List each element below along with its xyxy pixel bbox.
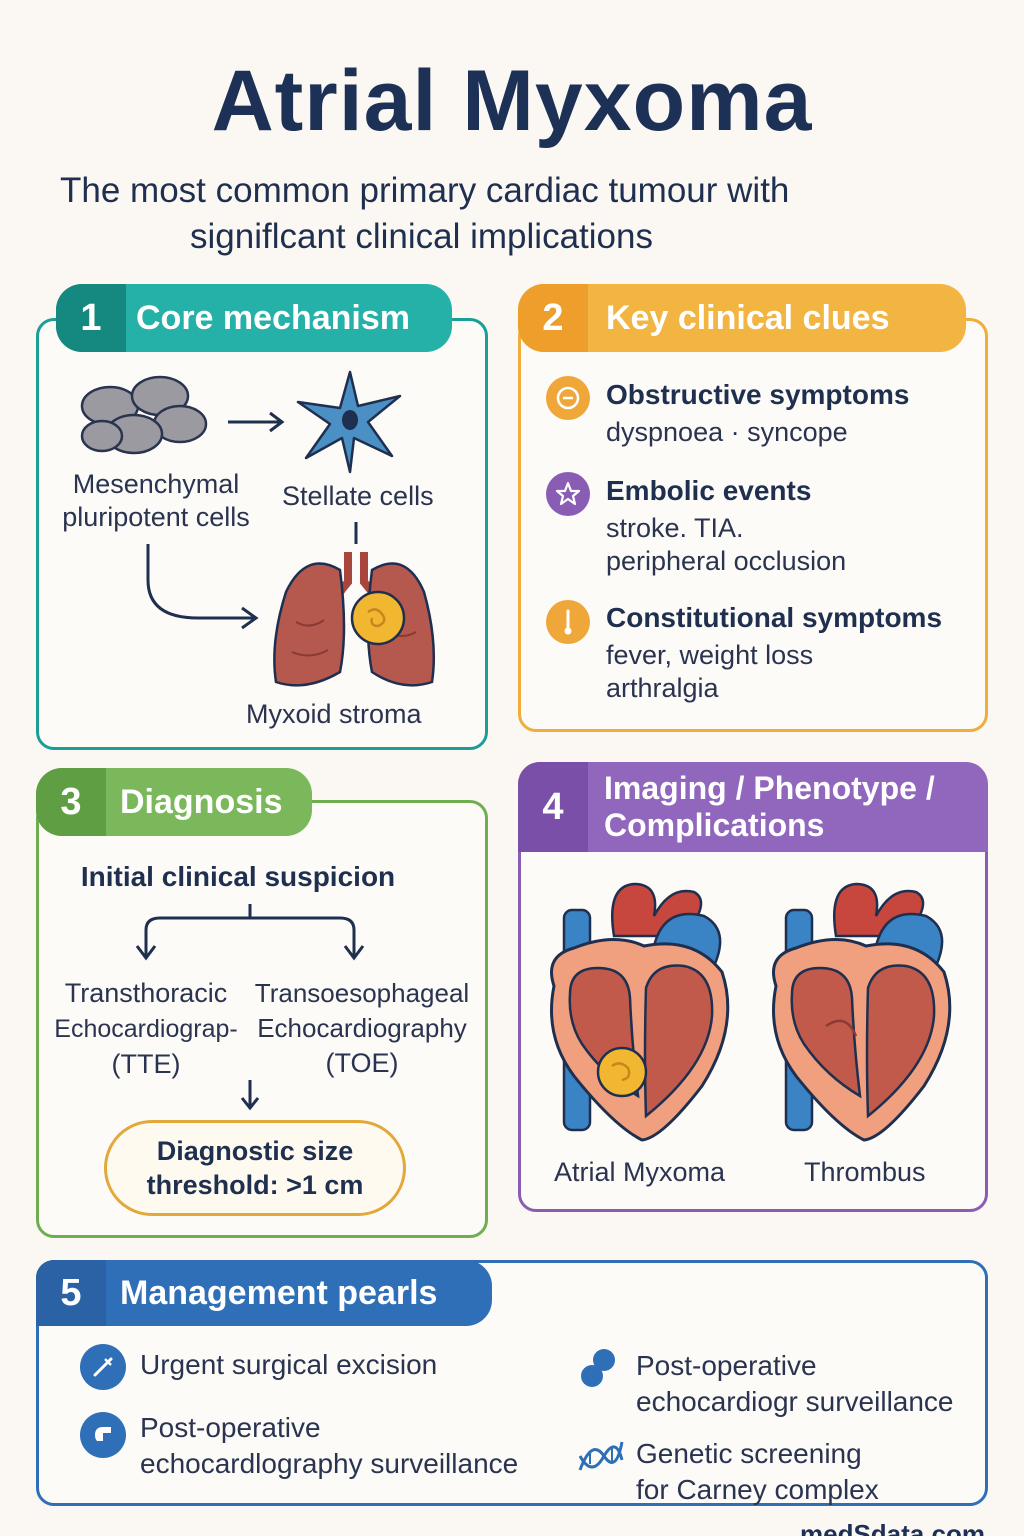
header-key-clinical-clues: 2 Key clinical clues	[518, 284, 966, 352]
subtitle-line-1: The most common primary cardiac tumour w…	[60, 171, 790, 210]
header-management: 5 Management pearls	[36, 1260, 492, 1326]
probe-icon	[80, 1412, 126, 1458]
header-core-mechanism: 1 Core mechanism	[56, 284, 452, 352]
section-number-3: 3	[36, 768, 106, 836]
diagnostic-threshold-label: Diagnostic size threshold: >1 cm	[146, 1136, 364, 1200]
thrombus-label: Thrombus	[804, 1157, 926, 1187]
page-title: Atrial Myxoma	[211, 53, 813, 149]
section-number-1: 1	[56, 284, 126, 352]
lungs-illustration	[273, 522, 436, 687]
page-subtitle: The most common primary cardiac tumour w…	[60, 168, 940, 260]
initial-suspicion-label: Initial clinical suspicion	[80, 861, 396, 892]
myxoid-label: Myxoid stroma	[246, 699, 422, 729]
arrow-down-icon	[240, 1080, 260, 1111]
section-title-imaging: Imaging / Phenotype / Complications	[604, 770, 935, 843]
section-title-management: Management pearls	[120, 1274, 438, 1312]
footer-brand: medSdata.com	[800, 1519, 985, 1536]
dots-icon	[581, 1349, 615, 1387]
clue-detail-3: fever, weight loss arthralgia	[606, 640, 814, 703]
clue-heading-1: Obstructive symptoms	[606, 379, 910, 410]
subtitle-line-2: signiflcant clinical implications	[190, 217, 653, 256]
diagnostic-threshold-box	[104, 1120, 406, 1216]
scalpel-icon	[80, 1344, 126, 1390]
heart-thrombus-illustration	[772, 882, 952, 1142]
atrial-myxoma-label: Atrial Myxoma	[554, 1157, 726, 1187]
arrow-right-icon	[228, 411, 285, 433]
curved-arrow-icon	[146, 544, 259, 630]
section-title-diagnosis: Diagnosis	[120, 783, 283, 821]
star-icon	[546, 472, 590, 516]
dna-icon	[578, 1441, 624, 1471]
mgmt-item-1: Urgent surgical excision	[140, 1349, 438, 1380]
toe-label: Transoesophageal Echocardiography (TOE)	[254, 978, 470, 1078]
clue-heading-3: Constitutional symptoms	[606, 602, 943, 633]
section-number-4: 4	[518, 762, 588, 852]
header-imaging: 4 Imaging / Phenotype / Complications	[518, 762, 988, 852]
mgmt-item-3: Post-operative echocardiogr surveillance	[636, 1350, 954, 1417]
stellate-cell-illustration	[296, 370, 402, 474]
thermometer-icon	[546, 600, 590, 644]
mesenchymal-cells-illustration	[80, 375, 208, 455]
section-number-2: 2	[518, 284, 588, 352]
stellate-label: Stellate cells	[282, 481, 434, 511]
section-title-clues: Key clinical clues	[606, 299, 890, 337]
mesenchymal-label: Mesenchymal pluripotent cells	[62, 469, 250, 532]
clue-detail-2: stroke. TIA. peripheral occlusion	[606, 513, 847, 576]
section-title-core: Core mechanism	[136, 299, 410, 337]
panel-key-clinical-clues	[518, 318, 988, 732]
tte-label: Transthoracic Echocardiograp- (TTE)	[54, 978, 238, 1079]
clue-detail-1: dyspnoea · syncope	[606, 417, 848, 447]
mgmt-item-4: Genetic screening for Carney complex	[636, 1438, 879, 1505]
branch-arrows-icon	[135, 904, 365, 961]
header-diagnosis: 3 Diagnosis	[36, 768, 312, 836]
heart-myxoma-illustration	[550, 882, 730, 1142]
clue-heading-2: Embolic events	[606, 475, 812, 506]
minus-circle-icon	[546, 376, 590, 420]
section-number-5: 5	[36, 1260, 106, 1326]
mgmt-item-2: Post-operative echocardlography surveill…	[140, 1412, 519, 1479]
